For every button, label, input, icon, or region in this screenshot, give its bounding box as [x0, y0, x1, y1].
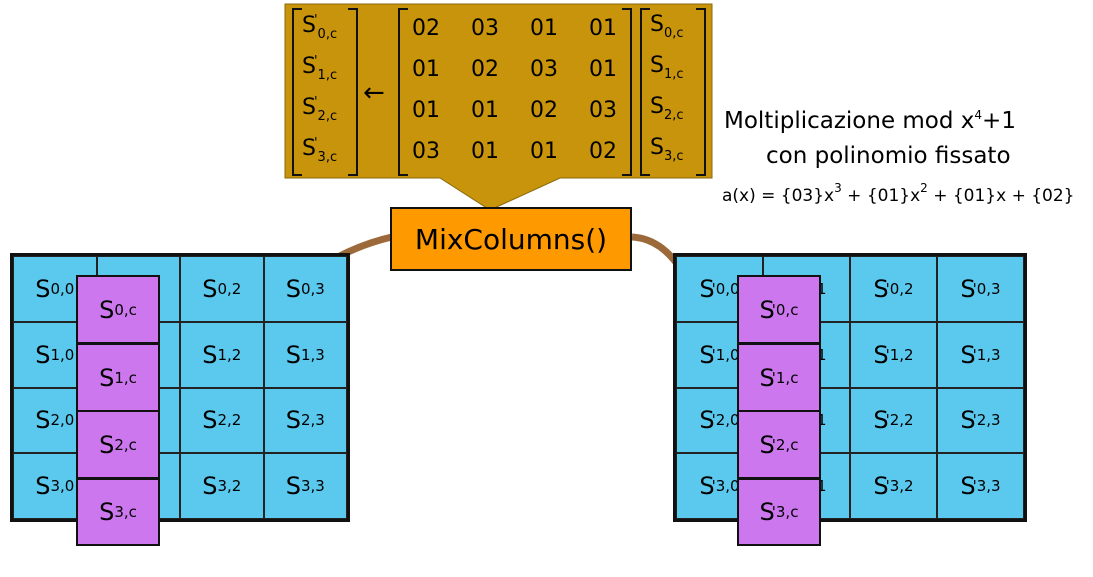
- output-state-cell: S'0,3: [937, 256, 1024, 322]
- input-vector-bracket-right: [696, 8, 706, 176]
- caption-line-1: Moltiplicazione mod x4+1: [724, 108, 1016, 134]
- matrix-cell: 01: [530, 139, 558, 164]
- input-vector-entry: S1,c: [650, 53, 684, 82]
- matrix-cell: 01: [589, 16, 617, 41]
- output-state-cell: S'1,2: [850, 321, 937, 388]
- output-column-cell: S'0,c: [737, 275, 821, 344]
- matrix-cell: 03: [471, 16, 499, 41]
- output-state-grid: S'0,0S'0,1S'0,2S'0,3S'1,0S'1,1S'1,2S'1,3…: [673, 253, 1027, 522]
- output-state-cell: S'3,0: [676, 453, 763, 519]
- input-vector-entry: S2,c: [650, 94, 684, 123]
- matrix-cell: 01: [471, 98, 499, 123]
- caption-line-2: con polinomio fissato: [766, 143, 1011, 169]
- left-arrow-icon: ←: [363, 78, 385, 108]
- matrix-cell: 03: [412, 139, 440, 164]
- mixcolumns-function-box: MixColumns(): [390, 207, 632, 271]
- matrix-cell: 01: [412, 98, 440, 123]
- input-vector-entry: S3,c: [650, 135, 684, 164]
- input-state-grid: S0,0S0,1S0,2S0,3S1,0S1,1S1,2S1,3S2,0S2,1…: [10, 253, 350, 522]
- matrix-cell: 03: [589, 98, 617, 123]
- output-state-cell: S'0,2: [850, 256, 937, 322]
- output-vector-bracket-left: [292, 8, 302, 176]
- output-vector-entry: S'3,c: [302, 136, 338, 165]
- output-column-cell: S'2,c: [737, 410, 821, 479]
- output-state-cell: S'2,3: [937, 387, 1024, 454]
- output-state-cell: S'3,2: [850, 453, 937, 519]
- matrix-bracket-right: [622, 8, 632, 176]
- matrix-bracket-left: [398, 8, 408, 176]
- matrix-cell: 01: [530, 16, 558, 41]
- output-vector-bracket-right: [348, 8, 358, 176]
- output-vector-entry: S'2,c: [302, 95, 338, 124]
- polynomial-formula: a(x) = {03}x3 + {01}x2 + {01}x + {02}: [722, 181, 1075, 206]
- mixcolumns-label: MixColumns(): [414, 222, 608, 256]
- matrix-cell: 02: [530, 98, 558, 123]
- matrix-cell: 01: [589, 57, 617, 82]
- input-vector-bracket-left: [640, 8, 650, 176]
- matrix-cell: 03: [530, 57, 558, 82]
- output-vector-entry: S'0,c: [302, 13, 338, 42]
- output-state-cell: S'3,3: [937, 453, 1024, 519]
- matrix-cell: 01: [471, 139, 499, 164]
- matrix-cell: 02: [412, 16, 440, 41]
- matrix-cell: 02: [471, 57, 499, 82]
- matrix-panel-shape: [284, 3, 713, 211]
- output-column-cell: S'1,c: [737, 343, 821, 412]
- output-state-cell: S'1,3: [937, 321, 1024, 388]
- input-vector-entry: S0,c: [650, 12, 684, 41]
- matrix-cell: 01: [412, 57, 440, 82]
- output-vector-entry: S'1,c: [302, 54, 338, 83]
- output-column-cell: S'3,c: [737, 478, 821, 546]
- output-state-cell: S'2,2: [850, 387, 937, 454]
- matrix-cell: 02: [589, 139, 617, 164]
